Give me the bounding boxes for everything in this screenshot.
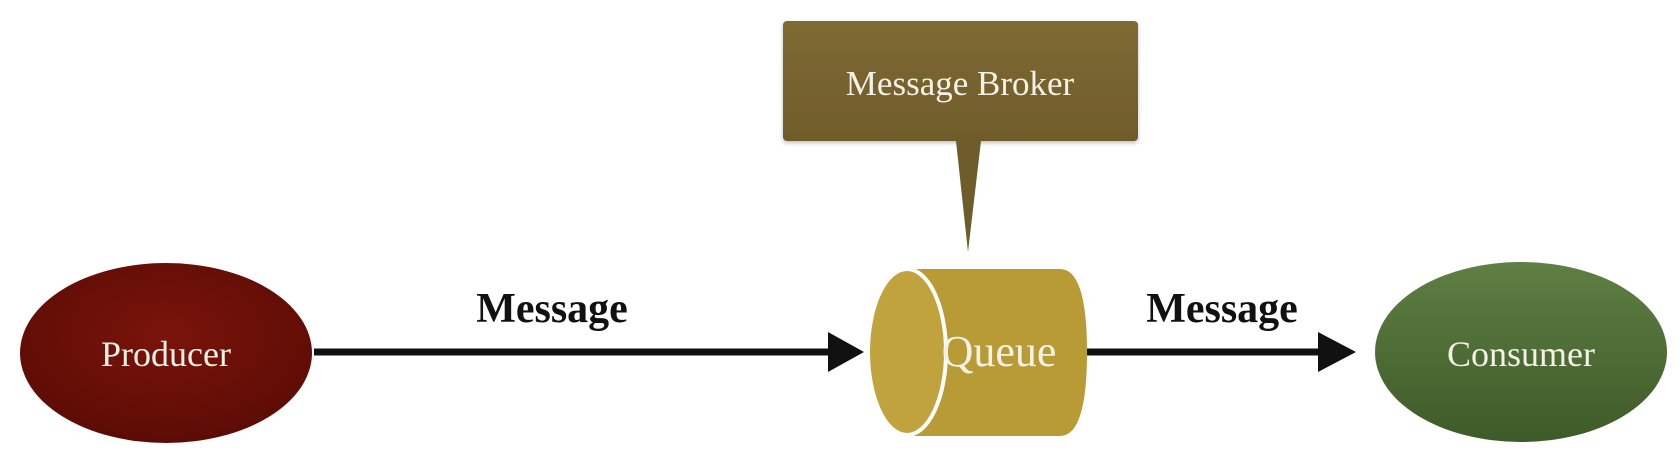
- consumer-ellipse: [1375, 262, 1667, 442]
- queue-label: Queue: [942, 327, 1057, 376]
- queue-node: Queue: [866, 267, 1087, 437]
- producer-label: Producer: [101, 334, 231, 374]
- queue-end-cap: [866, 267, 948, 437]
- message-broker-label: Message Broker: [846, 64, 1075, 103]
- message-broker-pointer: [956, 141, 981, 252]
- consumer-node: Consumer: [1375, 262, 1667, 442]
- producer-ellipse: [20, 263, 312, 443]
- edge-queue-to-consumer: Message: [1087, 286, 1356, 372]
- edge-producer-to-queue: Message: [314, 286, 864, 372]
- producer-node: Producer: [20, 263, 312, 443]
- message-broker-callout: Message Broker: [783, 21, 1138, 252]
- queue-body: [907, 269, 1087, 436]
- edge-label: Message: [1146, 286, 1298, 332]
- message-broker-box: [783, 21, 1138, 141]
- consumer-label: Consumer: [1447, 334, 1595, 374]
- arrow-head: [828, 332, 864, 372]
- arrow-head: [1318, 332, 1356, 372]
- edge-label: Message: [476, 286, 628, 332]
